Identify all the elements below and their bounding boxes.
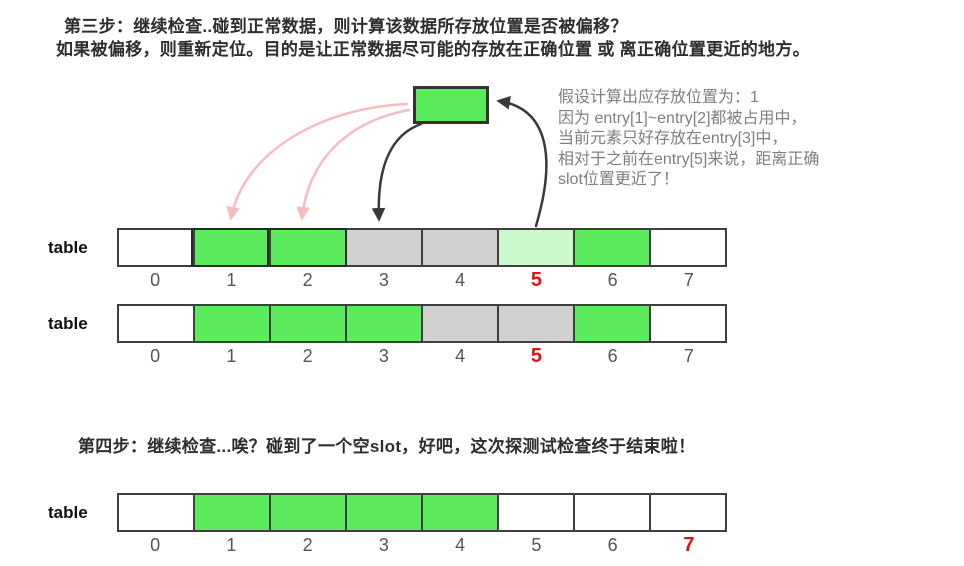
table-cell xyxy=(193,230,269,265)
index-label: 7 xyxy=(683,346,694,366)
table-cell xyxy=(119,306,193,341)
table-row1 xyxy=(117,228,727,267)
step3-heading-line2: 如果被偏移，则重新定位。目的是让正常数据尽可能的存放在正确位置 或 离正确位置更… xyxy=(56,40,810,59)
table-cell xyxy=(269,306,345,341)
index-label: 1 xyxy=(226,535,237,555)
table-cell xyxy=(269,230,345,265)
index-label: 1 xyxy=(226,346,237,366)
table-row1-indices: 0 1 2 3 4 5 6 7 xyxy=(117,268,727,292)
table-cell xyxy=(421,495,497,530)
index-label: 6 xyxy=(607,270,618,290)
table-cell xyxy=(421,230,497,265)
index-label: 0 xyxy=(150,270,161,290)
moving-entry-box xyxy=(413,86,489,124)
annotation-line: slot位置更近了！ xyxy=(558,171,679,188)
index-label: 4 xyxy=(455,535,466,555)
annotation-line: 因为 entry[1]~entry[2]都被占用中， xyxy=(558,109,807,127)
index-label: 5 xyxy=(531,535,542,555)
index-label: 5 xyxy=(530,345,542,367)
annotation-line: 相对于之前在entry[5]来说，距离正确 xyxy=(558,150,820,168)
annotation-line: 当前元素只好存放在entry[3]中， xyxy=(558,130,788,147)
pink-arrow-to-cell1 xyxy=(226,102,409,221)
black-arrow-from-cell5-to-box xyxy=(496,95,548,228)
index-label: 6 xyxy=(607,535,618,555)
table-cell xyxy=(649,495,725,530)
index-label: 2 xyxy=(302,535,313,555)
table-cell xyxy=(119,230,193,265)
index-label: 0 xyxy=(150,346,161,366)
index-label: 1 xyxy=(226,270,237,290)
black-arrow-to-cell3 xyxy=(371,122,423,222)
table-cell xyxy=(119,495,193,530)
index-label: 4 xyxy=(455,270,466,290)
table-cell xyxy=(497,495,573,530)
step4-heading: 第四步：继续检查...唉？碰到了一个空slot，好吧，这次探测试检查终于结束啦！ xyxy=(78,437,696,456)
step3-heading-line1: 第三步：继续检查..碰到正常数据，则计算该数据所存放位置是否被偏移？ xyxy=(64,17,628,36)
table-cell xyxy=(573,230,649,265)
table-cell xyxy=(649,230,725,265)
index-label: 6 xyxy=(607,346,618,366)
table-row2-label: table xyxy=(48,314,88,333)
table-cell xyxy=(345,230,421,265)
index-label: 4 xyxy=(455,346,466,366)
table-cell xyxy=(497,230,573,265)
index-label: 3 xyxy=(378,535,389,555)
table-cell xyxy=(345,495,421,530)
table-cell xyxy=(269,495,345,530)
annotation-line: 假设计算出应存放位置为：1 xyxy=(558,89,759,106)
table-cell xyxy=(573,495,649,530)
table-row1-label: table xyxy=(48,238,88,257)
index-label: 5 xyxy=(530,269,542,291)
table-cell xyxy=(345,306,421,341)
table-cell xyxy=(421,306,497,341)
table-row3-label: table xyxy=(48,503,88,522)
table-row3 xyxy=(117,493,727,532)
index-label: 2 xyxy=(302,346,313,366)
table-row2-indices: 0 1 2 3 4 5 6 7 xyxy=(117,344,727,368)
index-label: 2 xyxy=(302,270,313,290)
table-cell xyxy=(649,306,725,341)
index-label: 3 xyxy=(378,346,389,366)
index-label: 7 xyxy=(683,534,695,556)
table-cell xyxy=(573,306,649,341)
table-cell xyxy=(193,306,269,341)
index-label: 7 xyxy=(683,270,694,290)
index-label: 3 xyxy=(378,270,389,290)
annotation-note: 假设计算出应存放位置为：1 因为 entry[1]~entry[2]都被占用中，… xyxy=(558,88,819,191)
pink-arrow-to-cell2 xyxy=(296,108,411,221)
table-row2 xyxy=(117,304,727,343)
table-cell xyxy=(497,306,573,341)
index-label: 0 xyxy=(150,535,161,555)
table-row3-indices: 0 1 2 3 4 5 6 7 xyxy=(117,533,727,557)
table-cell xyxy=(193,495,269,530)
